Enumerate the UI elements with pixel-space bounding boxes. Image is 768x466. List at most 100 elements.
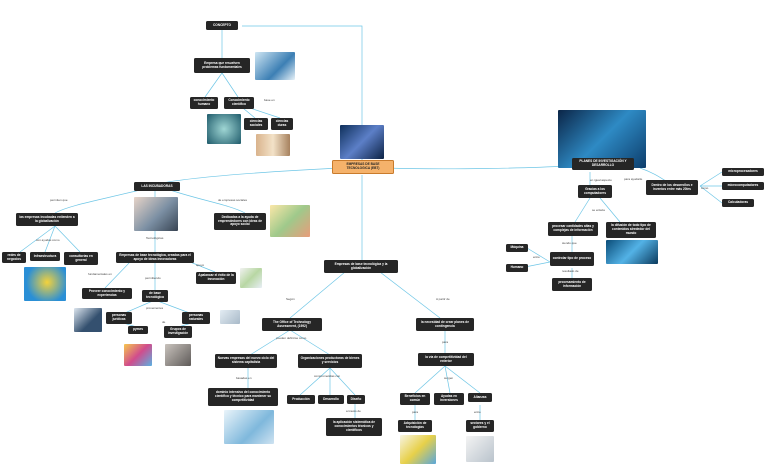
globe-photo bbox=[606, 240, 658, 264]
label-provenientes: provenientes bbox=[146, 306, 164, 310]
node-procesar[interactable]: procesar cantidades altas y complejas de… bbox=[548, 222, 598, 236]
science-collage bbox=[256, 134, 290, 156]
link-empresas-redes bbox=[19, 225, 81, 253]
node-office[interactable]: The Office of Technology Assessment, (19… bbox=[262, 318, 322, 331]
node-procesamiento[interactable]: procesamiento de información bbox=[552, 278, 592, 291]
label-entre2: entre bbox=[533, 255, 540, 259]
node-microcomputadores[interactable]: microcomputadores bbox=[722, 182, 764, 190]
node-center-ebt[interactable]: EMPRESAS DE BASE TECNOLOGICA (EBT) bbox=[332, 160, 394, 174]
node-grupos[interactable]: Grupos de investigación bbox=[164, 326, 192, 338]
node-maquina[interactable]: Máquina bbox=[506, 244, 528, 252]
link-center-incubadoras bbox=[156, 167, 341, 185]
link-global-office bbox=[289, 271, 346, 319]
handshake-photo bbox=[74, 308, 102, 332]
label-para2: para bbox=[412, 410, 419, 414]
link-gracias-difusion bbox=[599, 197, 621, 223]
label-comprometidas: comprometidas con bbox=[314, 374, 341, 378]
label-surgen: surgen bbox=[444, 376, 454, 380]
link-dentro-micro bbox=[699, 171, 723, 204]
node-dominio[interactable]: dominio intensivo del conocimiento cient… bbox=[208, 388, 278, 406]
node-beneficios[interactable]: Beneficios en común bbox=[400, 393, 430, 405]
label-de-empresas-sociales: de empresas sociales bbox=[218, 198, 248, 202]
node-apalancar[interactable]: Apalancar el éxito de la innovación bbox=[196, 272, 236, 284]
node-personas-naturales[interactable]: personas naturales bbox=[182, 312, 210, 324]
node-pymes[interactable]: pymes bbox=[128, 326, 148, 334]
link-center-planes bbox=[384, 165, 569, 170]
link-tecno-proveer bbox=[104, 261, 131, 289]
node-empresa-resuelve[interactable]: Empresa que resuelven problemas fundamen… bbox=[194, 58, 250, 73]
label-se-enlaza: se enlaza bbox=[592, 208, 605, 212]
label-de: de bbox=[162, 320, 166, 324]
node-humano[interactable]: Humano bbox=[506, 264, 528, 272]
link-gracias-procesar bbox=[574, 197, 591, 223]
node-personas-juridicas[interactable]: personas jurídicas bbox=[106, 312, 132, 324]
node-produccion[interactable]: Producción bbox=[287, 395, 315, 404]
node-desarrollo[interactable]: Desarrollo bbox=[318, 395, 344, 404]
node-nuevas-empresas[interactable]: Nuevas empresas del nuevo ciclo del sist… bbox=[215, 354, 277, 368]
node-aplicacion[interactable]: la aplicación sistemática de conocimient… bbox=[326, 418, 382, 436]
node-de-base[interactable]: de base tecnológica bbox=[142, 290, 168, 302]
node-adquisicion[interactable]: Adquisición de tecnologías bbox=[398, 420, 432, 432]
link-incub-empresas bbox=[54, 189, 141, 214]
node-competitividad[interactable]: la vía de competitividad del exterior bbox=[418, 353, 474, 366]
label-a-partir: A partir de bbox=[436, 297, 450, 301]
link-global-necesidad bbox=[379, 271, 441, 319]
link-office-org bbox=[289, 329, 331, 356]
node-gracias[interactable]: Gracias a los computadores bbox=[578, 185, 612, 198]
node-empresa-global[interactable]: Empresas de base tecnológica y la global… bbox=[324, 260, 398, 273]
link-incub-dedicadas bbox=[169, 189, 246, 214]
node-dedicadas[interactable]: Dedicadas a la ayuda de emprendedores co… bbox=[214, 213, 266, 230]
node-conocimiento-cientifico[interactable]: Conocimiento científico bbox=[224, 97, 254, 109]
node-ayudas[interactable]: Ayudas en inversiones bbox=[434, 393, 464, 405]
productividad-photo bbox=[224, 410, 274, 444]
label-segun: Según bbox=[286, 297, 295, 301]
label-siendo-que: siendo que bbox=[562, 241, 577, 245]
node-organizaciones[interactable]: Organizaciones productoras de bienes y s… bbox=[298, 354, 362, 368]
chart-sketch bbox=[240, 268, 262, 288]
node-empresas-tecno[interactable]: Empresas de base tecnológica, creadas pa… bbox=[116, 252, 194, 263]
label-permiten: permitiendo bbox=[145, 276, 161, 280]
building-photo bbox=[255, 52, 295, 80]
node-conocimiento-humano[interactable]: conocimiento humano bbox=[190, 97, 218, 109]
label-a-traves: a través de bbox=[346, 409, 361, 413]
link-center-concepto bbox=[242, 25, 363, 160]
node-redes-negocios[interactable]: redes de negocios bbox=[2, 252, 26, 263]
node-controlar[interactable]: controlar tipo de proceso bbox=[550, 252, 594, 266]
label-base-en: base en bbox=[264, 98, 275, 102]
link-empresa-conoc bbox=[204, 72, 239, 98]
government-icon bbox=[466, 436, 494, 462]
node-diseno[interactable]: Diseño bbox=[347, 395, 365, 404]
node-consultorias[interactable]: consultorías en general bbox=[64, 252, 98, 265]
node-necesidad[interactable]: la necesidad de crear planes de continge… bbox=[416, 318, 474, 331]
node-dentro[interactable]: Dentro de los desarrollos e inventos ent… bbox=[646, 180, 698, 195]
node-empresas-incubadas[interactable]: las empresas incubadas extienden a la gl… bbox=[16, 213, 78, 226]
label-en-igual: en igual aspecto bbox=[590, 178, 612, 182]
helmet-photo bbox=[24, 267, 66, 301]
node-microprocesadores[interactable]: microprocesadores bbox=[722, 168, 764, 176]
link-office-nuevas bbox=[249, 329, 291, 356]
label-para-ayudar: para ayudarle bbox=[624, 177, 643, 181]
team-cartoon bbox=[270, 205, 310, 237]
node-proveer[interactable]: Proveer conocimiento y experiencias bbox=[82, 288, 132, 299]
label-como: como bbox=[701, 186, 709, 190]
node-ciencias-duras[interactable]: ciencias duras bbox=[271, 118, 293, 130]
label-pueden: pueden definirse como bbox=[276, 336, 307, 340]
label-con-ayudas: con ayudas como bbox=[36, 238, 60, 242]
molecule-photo bbox=[207, 114, 241, 144]
node-concepto[interactable]: CONCEPTO bbox=[206, 21, 238, 30]
link-comp-benef bbox=[414, 365, 481, 394]
label-para: para bbox=[442, 340, 449, 344]
node-alianzas[interactable]: Alianzas bbox=[468, 393, 492, 402]
person-icon bbox=[220, 310, 240, 324]
node-calculadoras[interactable]: Calculadoras bbox=[722, 199, 754, 207]
node-ciencias-sociales[interactable]: ciencias sociales bbox=[244, 118, 268, 130]
node-planes[interactable]: PLANES DE INVESTIGACIÓN Y DESARROLLO bbox=[572, 158, 634, 170]
label-tecnologicas: Tecnológicas bbox=[146, 236, 164, 240]
node-difusion[interactable]: la difusión de todo tipo de contenidos a… bbox=[606, 222, 656, 238]
node-incubadoras[interactable]: LAS INCUBADORAS bbox=[134, 182, 180, 191]
label-fundamentales: fundamentales en bbox=[88, 272, 112, 276]
center-tech-photo bbox=[340, 125, 384, 159]
node-infraestructura[interactable]: Infraestructura bbox=[30, 252, 60, 261]
node-sectores[interactable]: sectores y el gobierno bbox=[466, 420, 494, 432]
label-resultado: resultado de bbox=[562, 269, 579, 273]
